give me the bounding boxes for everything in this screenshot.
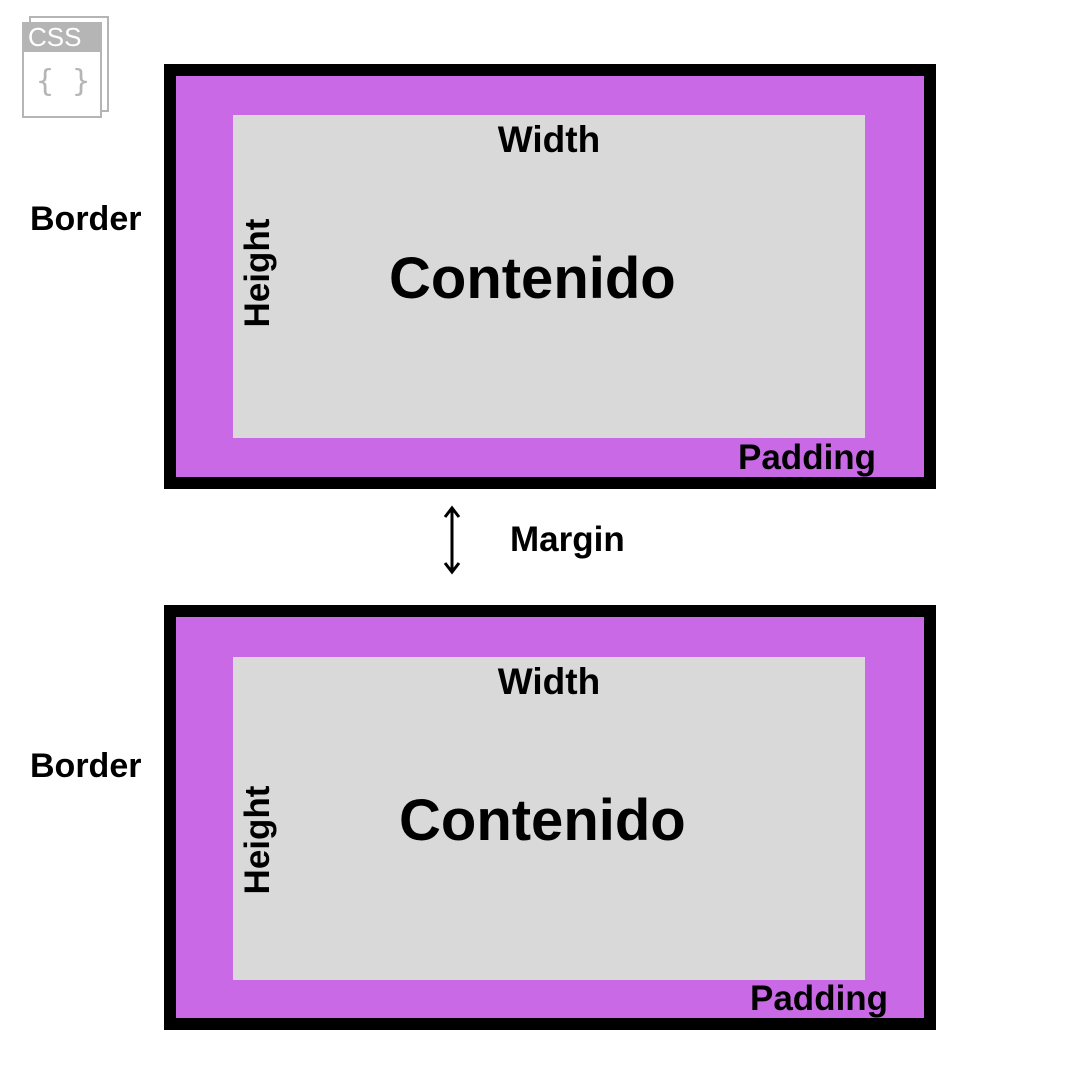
height-label: Height (238, 218, 277, 328)
double-arrow-icon (443, 505, 461, 575)
box-model-2: Width Contenido Height Padding (164, 605, 936, 1030)
content-label: Contenido (389, 246, 676, 311)
content-area: Width Contenido Height (233, 657, 865, 980)
braces-icon: { } (36, 64, 91, 99)
width-label: Width (497, 661, 601, 702)
padding-label: Padding (750, 979, 889, 1018)
content-label: Contenido (399, 788, 686, 853)
border-label: Border (30, 747, 142, 785)
border-label: Border (30, 200, 142, 238)
content-area: Width Contenido Height (233, 115, 865, 438)
box-model-1: Width Contenido Height Padding (164, 64, 936, 489)
width-label: Width (497, 119, 601, 160)
height-label: Height (238, 785, 277, 895)
css-file-icon: CSS { } (22, 14, 109, 118)
margin-label: Margin (510, 520, 625, 559)
css-logo-label: CSS (28, 22, 82, 52)
padding-label: Padding (738, 438, 877, 477)
